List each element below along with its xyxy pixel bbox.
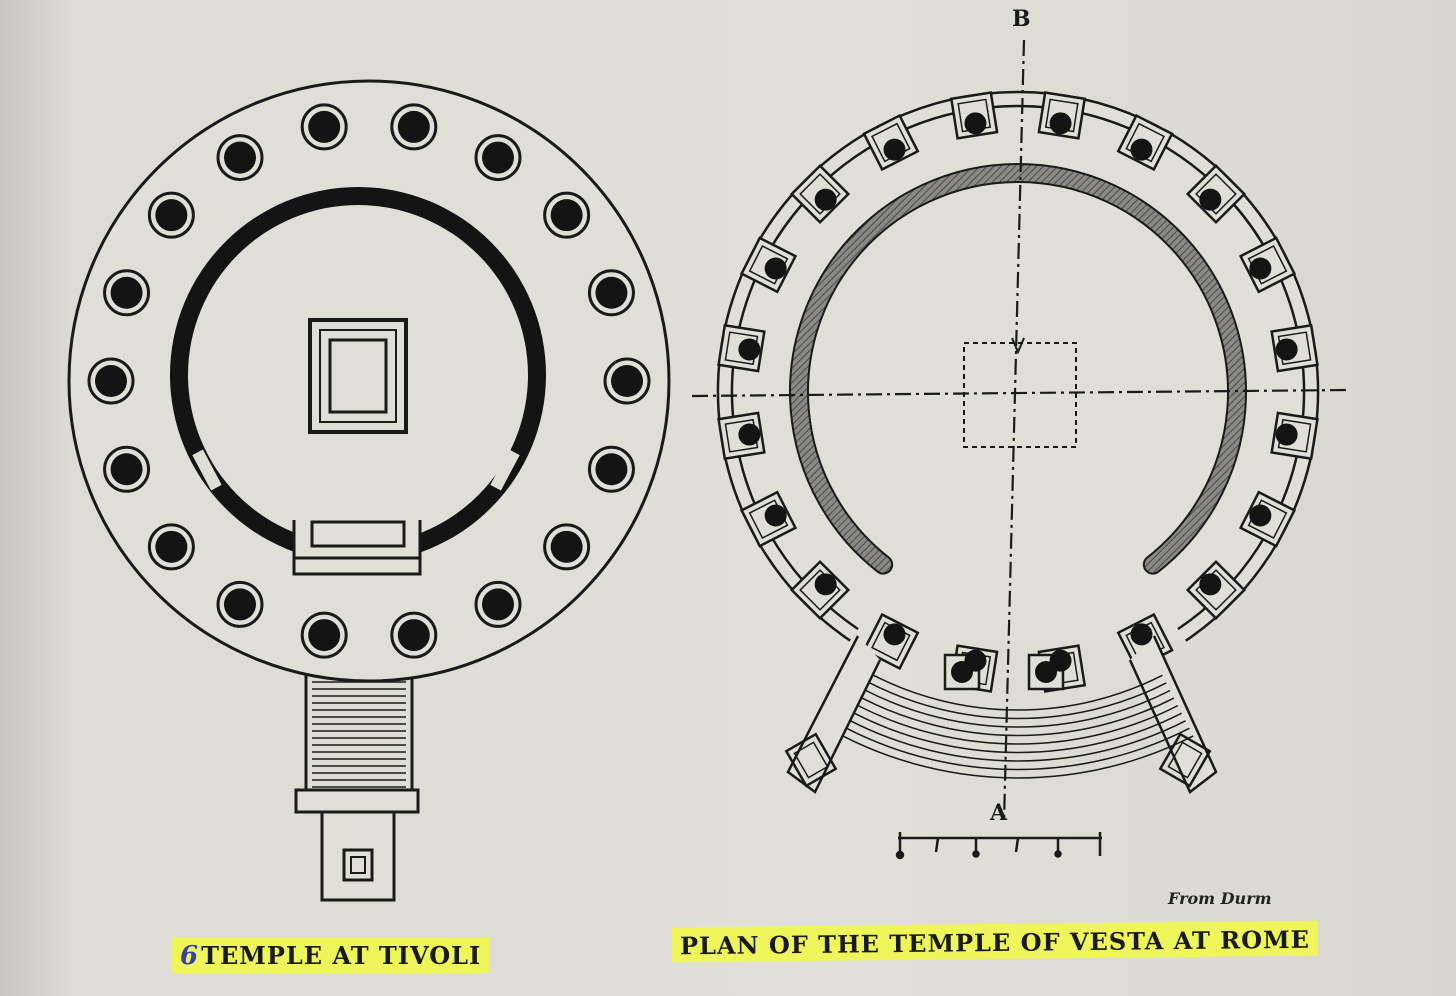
vesta-plan bbox=[691, 39, 1351, 860]
tivoli-cella-wall bbox=[170, 187, 546, 570]
column bbox=[764, 504, 787, 527]
column bbox=[1199, 188, 1222, 211]
column bbox=[814, 573, 837, 596]
column bbox=[1249, 504, 1272, 527]
caption-vesta: PLAN OF THE TEMPLE OF VESTA AT ROME bbox=[671, 920, 1319, 963]
vesta-altar-outline bbox=[963, 342, 1077, 448]
vesta-stairs bbox=[784, 635, 1218, 794]
column bbox=[951, 661, 973, 683]
column bbox=[1249, 257, 1272, 280]
axis-label-b: B bbox=[1012, 6, 1031, 32]
column bbox=[1035, 661, 1057, 683]
column bbox=[764, 257, 787, 280]
column bbox=[1275, 423, 1298, 446]
tivoli-doorway bbox=[292, 520, 422, 576]
column bbox=[1130, 138, 1153, 161]
caption-tivoli: 6TEMPLE AT TIVOLI bbox=[172, 937, 490, 973]
tivoli-altar bbox=[308, 318, 408, 434]
column bbox=[738, 423, 761, 446]
vesta-axes bbox=[691, 39, 1351, 823]
vesta-columns bbox=[738, 112, 1298, 683]
column bbox=[964, 112, 987, 135]
vesta-scale-bar bbox=[895, 832, 1102, 860]
column bbox=[1275, 338, 1298, 361]
vesta-cella-wall bbox=[789, 162, 1247, 575]
column bbox=[738, 338, 761, 361]
pen-mark: 6 bbox=[180, 941, 200, 971]
tivoli-columns bbox=[87, 103, 651, 659]
column bbox=[1130, 623, 1153, 646]
tivoli-plan bbox=[67, 79, 671, 902]
column bbox=[814, 188, 837, 211]
column bbox=[1049, 112, 1072, 135]
column bbox=[883, 623, 906, 646]
column bbox=[1199, 573, 1222, 596]
axis-label-a: A bbox=[990, 800, 1008, 826]
column bbox=[883, 138, 906, 161]
figure-credit: From Durm bbox=[1168, 889, 1272, 908]
tivoli-stairs bbox=[294, 654, 420, 902]
caption-tivoli-text: TEMPLE AT TIVOLI bbox=[201, 941, 482, 970]
